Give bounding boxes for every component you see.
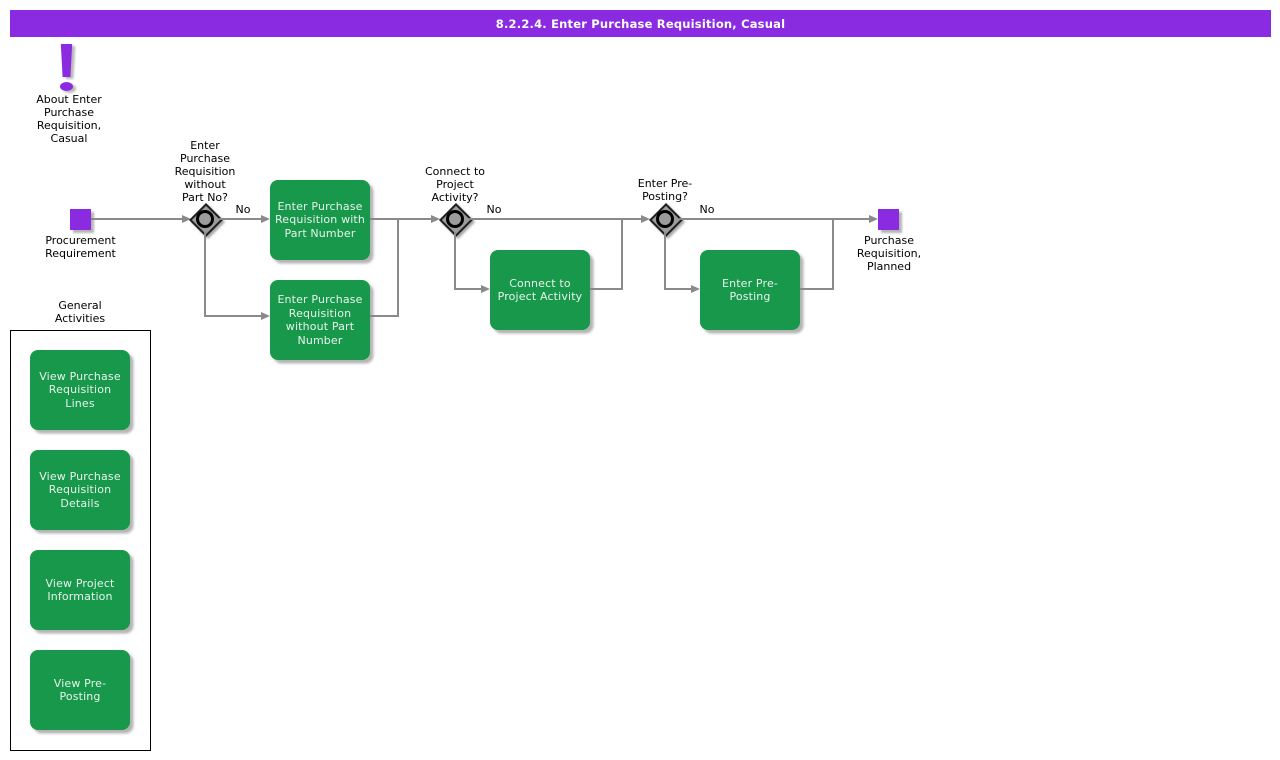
- connector-task2-out: [370, 315, 398, 317]
- start-event-square: [70, 209, 91, 230]
- connector-merge1-to-gateway2: [398, 218, 432, 220]
- task-view-pre-posting[interactable]: View Pre-Posting: [30, 650, 130, 730]
- connector-gateway2-to-task3: [454, 288, 482, 290]
- exclamation-icon[interactable]: [58, 44, 75, 92]
- end-event-label: Purchase Requisition, Planned: [856, 234, 922, 273]
- gateway1-question-label: Enter Purchase Requisition without Part …: [174, 139, 236, 204]
- arrowhead-into-task2: [261, 311, 270, 320]
- connector-gateway1-down: [204, 232, 206, 316]
- arrowhead-into-gateway1: [182, 214, 191, 223]
- connector-gateway1-to-task2: [204, 315, 262, 317]
- connector-gateway3-to-task4: [664, 288, 692, 290]
- gateway2-circle-icon: [446, 210, 464, 228]
- gateway1-no-label: No: [235, 203, 251, 216]
- about-note-label: About Enter Purchase Requisition, Casual: [36, 93, 102, 145]
- gateway3-no-label: No: [699, 203, 715, 216]
- gateway2-connect-project: [439, 203, 473, 237]
- gateway3-circle-icon: [656, 210, 674, 228]
- gateway1-part-no: [189, 203, 223, 237]
- connector-merge3-vertical: [832, 218, 834, 290]
- task-enter-pr-without-part-number[interactable]: Enter Purchase Requisition without Part …: [270, 280, 370, 360]
- task-view-purchase-requisition-lines[interactable]: View Purchase Requisition Lines: [30, 350, 130, 430]
- start-event-label: Procurement Requirement: [45, 234, 116, 260]
- connector-gateway2-down: [454, 232, 456, 289]
- gateway3-enter-preposting: [649, 203, 683, 237]
- task-view-purchase-requisition-details[interactable]: View Purchase Requisition Details: [30, 450, 130, 530]
- connector-gateway3-down: [664, 232, 666, 289]
- connector-start-to-gateway1: [91, 218, 183, 220]
- connector-task3-out: [590, 288, 622, 290]
- general-activities-title: General Activities: [54, 299, 106, 325]
- arrowhead-into-gateway3: [641, 214, 650, 223]
- task-view-project-information[interactable]: View Project Information: [30, 550, 130, 630]
- diagram-title-bar: 8.2.2.4. Enter Purchase Requisition, Cas…: [10, 10, 1271, 37]
- end-event-square: [878, 209, 899, 230]
- connector-gateway1-no-to-task1: [219, 218, 262, 220]
- connector-merge2-vertical: [621, 218, 623, 290]
- task-enter-pre-posting[interactable]: Enter Pre- Posting: [700, 250, 800, 330]
- connector-gateway2-no-to-gateway3: [469, 218, 642, 220]
- exclamation-dot: [60, 82, 73, 91]
- arrowhead-into-task1: [261, 214, 270, 223]
- connector-merge1-vertical: [397, 218, 399, 317]
- connector-gateway3-no-to-end: [679, 218, 870, 220]
- gateway1-circle-icon: [196, 210, 214, 228]
- diagram-title: 8.2.2.4. Enter Purchase Requisition, Cas…: [495, 16, 786, 31]
- connector-task4-out: [800, 288, 833, 290]
- exclamation-bar: [60, 44, 73, 77]
- arrowhead-into-end: [869, 214, 878, 223]
- arrowhead-into-task3: [481, 284, 490, 293]
- gateway2-no-label: No: [486, 203, 502, 216]
- arrowhead-into-task4: [691, 284, 700, 293]
- arrowhead-into-gateway2: [431, 214, 440, 223]
- connector-task1-out: [370, 218, 398, 220]
- task-connect-to-project-activity[interactable]: Connect to Project Activity: [490, 250, 590, 330]
- gateway2-question-label: Connect to Project Activity?: [424, 165, 486, 204]
- task-enter-pr-with-part-number[interactable]: Enter Purchase Requisition with Part Num…: [270, 180, 370, 260]
- gateway3-question-label: Enter Pre- Posting?: [637, 177, 693, 203]
